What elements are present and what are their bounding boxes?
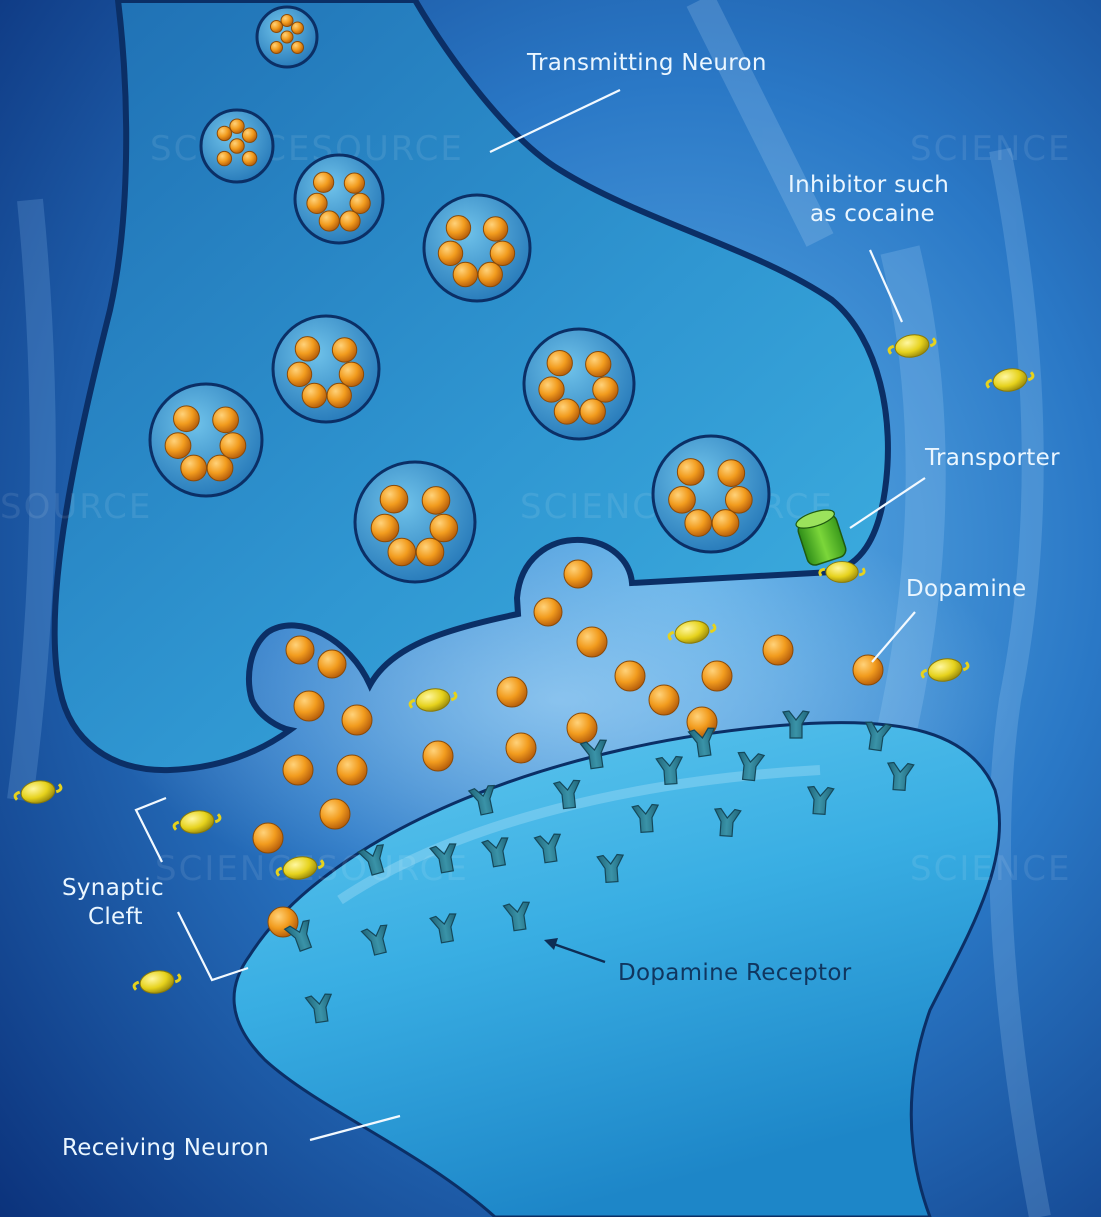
synaptic-vesicle xyxy=(257,7,317,67)
label-inhibitor-line1: Inhibitor such xyxy=(788,172,949,198)
dopamine-molecule xyxy=(165,433,191,459)
dopamine-molecule xyxy=(577,627,607,657)
watermark-2: SCIENCE xyxy=(910,129,1072,169)
synaptic-vesicle xyxy=(355,462,475,582)
dopamine-molecule xyxy=(281,15,293,27)
dopamine-molecule xyxy=(217,151,231,165)
dopamine-molecule xyxy=(337,755,367,785)
dopamine-molecule xyxy=(506,733,536,763)
dopamine-molecule xyxy=(593,377,618,402)
dopamine-molecule xyxy=(438,241,462,265)
dopamine-molecule xyxy=(564,560,592,588)
dopamine-molecule xyxy=(339,362,363,386)
dopamine-molecule xyxy=(271,21,283,33)
watermark-3: SOURCE xyxy=(0,487,152,527)
dopamine-molecule xyxy=(649,685,679,715)
dopamine-molecule xyxy=(320,799,350,829)
dopamine-molecule xyxy=(319,211,339,231)
dopamine-molecule xyxy=(677,459,704,486)
dopamine-molecule xyxy=(242,128,256,142)
dopamine-molecule xyxy=(307,193,327,213)
dopamine-molecule xyxy=(207,455,233,481)
dopamine-molecule xyxy=(534,598,562,626)
dopamine-molecule xyxy=(342,705,372,735)
dopamine-molecule xyxy=(497,677,527,707)
synaptic-vesicle xyxy=(653,436,769,552)
dopamine-molecule xyxy=(371,514,399,542)
dopamine-molecule xyxy=(547,350,572,375)
dopamine-molecule xyxy=(242,151,256,165)
watermark-6: SCIENCE xyxy=(910,849,1072,889)
label-transmitting-neuron: Transmitting Neuron xyxy=(526,50,767,76)
dopamine-molecule xyxy=(380,485,408,513)
dopamine-molecule xyxy=(220,433,246,459)
dopamine-molecule xyxy=(283,755,313,785)
dopamine-molecule xyxy=(669,486,696,513)
dopamine-molecule xyxy=(423,741,453,771)
dopamine-molecule xyxy=(292,22,304,34)
dopamine-molecule xyxy=(483,217,507,241)
dopamine-molecule xyxy=(350,193,370,213)
dopamine-molecule xyxy=(213,407,239,433)
watermark-1: SCIENCESOURCE xyxy=(150,129,464,169)
dopamine-molecule xyxy=(685,510,712,537)
dopamine-molecule xyxy=(490,241,514,265)
dopamine-molecule xyxy=(554,399,579,424)
dopamine-molecule xyxy=(388,538,416,566)
dopamine-molecule xyxy=(712,510,739,537)
dopamine-molecule xyxy=(453,262,477,286)
dopamine-molecule xyxy=(286,636,314,664)
dopamine-molecule xyxy=(253,823,283,853)
dopamine-molecule xyxy=(294,691,324,721)
dopamine-molecule xyxy=(763,635,793,665)
dopamine-molecule xyxy=(567,713,597,743)
label-synaptic-line2: Cleft xyxy=(88,904,143,930)
dopamine-molecule xyxy=(726,486,753,513)
dopamine-molecule xyxy=(327,383,351,407)
dopamine-molecule xyxy=(853,655,883,685)
synaptic-vesicle xyxy=(524,329,634,439)
dopamine-molecule xyxy=(615,661,645,691)
dopamine-molecule xyxy=(313,172,333,192)
dopamine-molecule xyxy=(295,337,319,361)
synaptic-vesicle xyxy=(424,195,530,301)
dopamine-molecule xyxy=(446,216,470,240)
dopamine-molecule xyxy=(181,455,207,481)
dopamine-molecule xyxy=(580,399,605,424)
dopamine-molecule xyxy=(292,42,304,54)
synaptic-vesicle xyxy=(295,155,383,243)
dopamine-molecule xyxy=(230,139,244,153)
dopamine-molecule xyxy=(302,383,326,407)
synaptic-vesicle xyxy=(150,384,262,496)
dopamine-molecule xyxy=(430,514,458,542)
dopamine-molecule xyxy=(478,262,502,286)
dopamine-molecule xyxy=(539,377,564,402)
dopamine-molecule xyxy=(281,31,293,43)
dopamine-molecule xyxy=(586,352,611,377)
label-transporter: Transporter xyxy=(924,445,1060,471)
dopamine-molecule xyxy=(230,119,244,133)
dopamine-molecule xyxy=(287,362,311,386)
dopamine-molecule xyxy=(271,42,283,54)
label-synaptic-line1: Synaptic xyxy=(62,875,164,901)
dopamine-molecule xyxy=(702,661,732,691)
label-dopamine: Dopamine xyxy=(906,576,1026,602)
dopamine-molecule xyxy=(422,487,450,515)
synaptic-vesicle xyxy=(273,316,379,422)
synaptic-vesicle xyxy=(201,110,273,182)
dopamine-molecule xyxy=(344,173,364,193)
dopamine-molecule xyxy=(217,126,231,140)
label-receiving-neuron: Receiving Neuron xyxy=(62,1135,269,1161)
label-inhibitor-line2: as cocaine xyxy=(810,201,935,227)
dopamine-molecule xyxy=(416,538,444,566)
dopamine-molecule xyxy=(332,338,356,362)
dopamine-molecule xyxy=(174,406,200,432)
label-dopamine-receptor: Dopamine Receptor xyxy=(618,960,852,986)
dopamine-molecule xyxy=(718,460,745,487)
dopamine-molecule xyxy=(340,211,360,231)
dopamine-molecule xyxy=(318,650,346,678)
